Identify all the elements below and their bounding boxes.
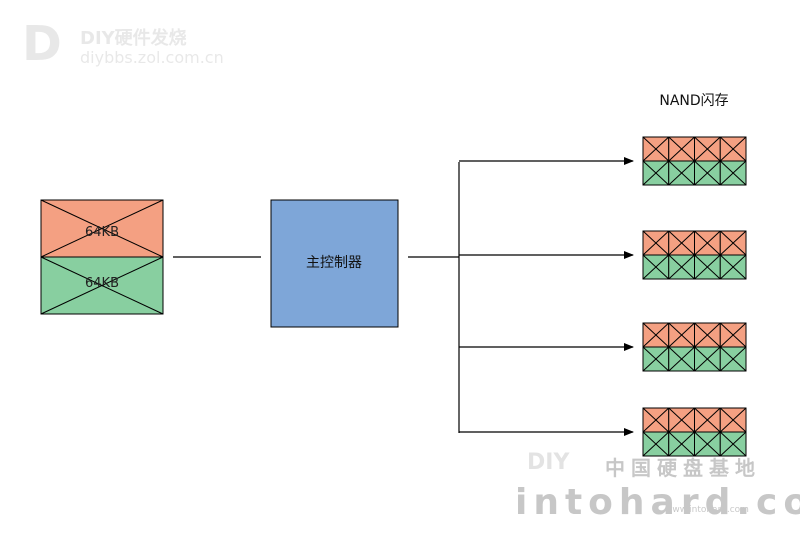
- controller-box: [270, 199, 399, 328]
- nand-cell-cross-b: [642, 322, 670, 348]
- buffer-bottom-cross-b: [40, 256, 164, 315]
- nand-cell-cross-b: [668, 230, 695, 256]
- nand-cell-cross-b: [642, 407, 670, 433]
- watermark-logo: D: [22, 16, 62, 72]
- nand-cell-cross-b: [719, 160, 747, 186]
- nand-cell-cross-b: [719, 136, 747, 162]
- nand-chip-2: [642, 230, 747, 280]
- nand-cell-cross-b: [668, 136, 695, 162]
- nand-chip-1: [642, 136, 747, 186]
- nand-cell-cross-b: [668, 407, 695, 433]
- nand-cell-cross-b: [668, 160, 695, 186]
- nand-cell-cross-b: [642, 431, 670, 457]
- nand-chip-3: [642, 322, 747, 372]
- watermark-bottom-diy: DIY: [527, 450, 570, 475]
- nand-cell-cross-b: [668, 322, 695, 348]
- nand-cell-cross-b: [694, 136, 721, 162]
- nand-cell-cross-b: [642, 160, 670, 186]
- buffer-top-cross-b: [40, 199, 164, 258]
- controller-block: 主控制器: [270, 199, 399, 328]
- nand-cell-cross-b: [694, 230, 721, 256]
- nand-cell-cross-b: [668, 346, 695, 372]
- controller-label: 主控制器: [306, 255, 362, 271]
- nand-cell-cross-b: [694, 160, 721, 186]
- nand-cell-cross-b: [642, 136, 670, 162]
- nand-cell-cross-b: [719, 254, 747, 280]
- watermark-bottom-sub: www.intohard.com: [665, 505, 749, 515]
- nand-cell-cross-b: [642, 230, 670, 256]
- nand-cell-cross-b: [694, 322, 721, 348]
- nand-cell-cross-b: [719, 230, 747, 256]
- nand-chip-4: [642, 407, 747, 457]
- nand-cell-cross-b: [719, 346, 747, 372]
- watermark-bottom-name: 中国硬盘基地: [605, 456, 761, 480]
- nand-cell-cross-b: [642, 346, 670, 372]
- buffer-bottom-label: 64KB: [85, 276, 119, 291]
- nand-arrows: [459, 157, 634, 436]
- nand-cell-cross-b: [719, 407, 747, 433]
- watermark-bottom-domain: intohard.com: [515, 482, 800, 523]
- watermark-site-url: diybbs.zol.com.cn: [80, 48, 224, 67]
- nand-cell-cross-b: [694, 346, 721, 372]
- nand-cell-cross-b: [668, 254, 695, 280]
- nand-label: NAND闪存: [659, 93, 728, 109]
- buffer-top-label: 64KB: [85, 225, 119, 240]
- nand-cell-cross-b: [694, 254, 721, 280]
- nand-cell-cross-b: [642, 254, 670, 280]
- nand-chips: [642, 136, 747, 457]
- buffer-block: 64KB 64KB: [40, 199, 164, 315]
- nand-cell-cross-b: [719, 431, 747, 457]
- nand-cell-cross-b: [719, 322, 747, 348]
- watermark-site-name: DIY硬件发烧: [80, 28, 187, 49]
- nand-cell-cross-b: [694, 407, 721, 433]
- nand-cell-cross-b: [694, 431, 721, 457]
- nand-cell-cross-b: [668, 431, 695, 457]
